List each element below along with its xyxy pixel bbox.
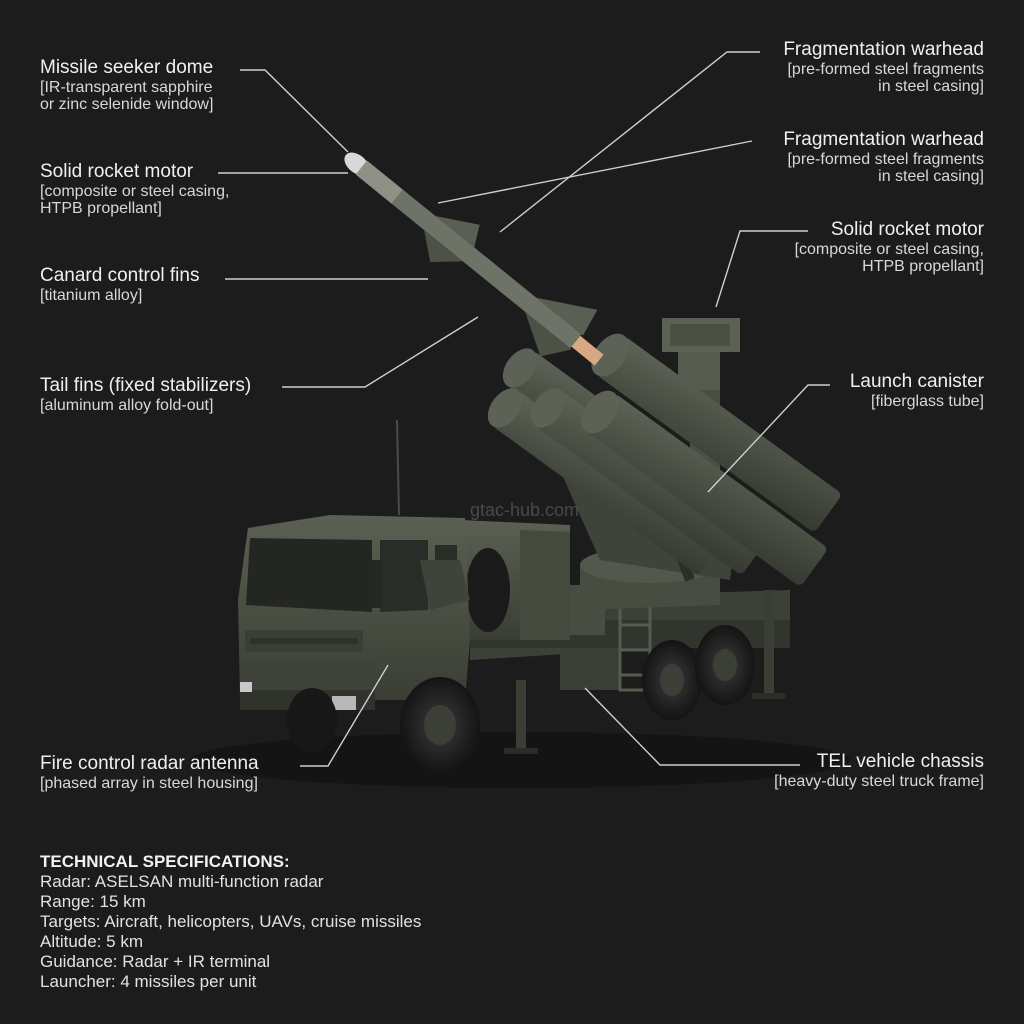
label-radar: Fire control radar antenna [phased array… [40, 753, 259, 792]
label-motor-left-title: Solid rocket motor [40, 161, 194, 182]
leader-canister [707, 384, 830, 493]
spec-row-launcher: Launcher: 4 missiles per unit [40, 972, 257, 991]
leader-tail [282, 316, 479, 388]
label-canister-sub1: [fiberglass tube] [871, 392, 984, 410]
label-warhead2-title: Fragmentation warhead [783, 129, 984, 150]
label-tail-title: Tail fins (fixed stabilizers) [40, 375, 252, 396]
canard-fin [435, 215, 480, 248]
specs-heading: TECHNICAL SPECIFICATIONS: [40, 852, 290, 871]
label-warhead1-sub1: [pre-formed steel fragments [787, 60, 984, 78]
ground-shadow [190, 732, 850, 788]
label-canard-sub1: [titanium alloy] [40, 286, 143, 304]
label-seeker-title: Missile seeker dome [40, 57, 214, 78]
label-warhead2-sub2: in steel casing] [878, 168, 984, 186]
launch-canisters [487, 333, 841, 585]
spec-row-guidance: Guidance: Radar + IR terminal [40, 952, 271, 971]
label-motor-left-sub1: [composite or steel casing, [40, 182, 230, 200]
leader-motor-right [715, 230, 808, 308]
label-motor-right-title: Solid rocket motor [830, 219, 984, 240]
leader-warhead1 [499, 51, 760, 233]
label-seeker: Missile seeker dome [IR-transparent sapp… [40, 57, 214, 114]
leader-seeker [240, 69, 349, 153]
label-canard-title: Canard control fins [40, 265, 200, 286]
label-canister-title: Launch canister [849, 371, 984, 392]
label-warhead1-sub2: in steel casing] [878, 78, 984, 96]
spec-row-targets: Targets: Aircraft, helicopters, UAVs, cr… [40, 912, 422, 931]
spec-row-radar: Radar: ASELSAN multi-function radar [40, 872, 324, 891]
label-warhead1: Fragmentation warhead [pre-formed steel … [783, 39, 984, 96]
truck-wheels [287, 625, 755, 773]
label-motor-right-sub2: HTPB propellant] [862, 258, 984, 276]
tail-fin [536, 297, 598, 336]
label-seeker-sub1: [IR-transparent sapphire [40, 78, 213, 96]
label-tail: Tail fins (fixed stabilizers) [aluminum … [40, 375, 252, 414]
whip-antenna [396, 419, 400, 516]
equipment-cabinets [460, 520, 605, 640]
leader-lines [218, 51, 830, 767]
label-chassis: TEL vehicle chassis [heavy-duty steel tr… [774, 751, 984, 790]
label-chassis-title: TEL vehicle chassis [816, 751, 984, 772]
spec-row-range: Range: 15 km [40, 892, 146, 911]
label-motor-left-sub2: HTPB propellant] [40, 200, 162, 218]
label-canard: Canard control fins [titanium alloy] [40, 265, 200, 304]
spec-row-altitude: Altitude: 5 km [40, 932, 143, 951]
label-canister: Launch canister [fiberglass tube] [849, 371, 984, 410]
leader-radar [300, 664, 389, 767]
label-motor-right: Solid rocket motor [composite or steel c… [794, 219, 984, 276]
label-radar-sub1: [phased array in steel housing] [40, 774, 258, 792]
watermark: gtac-hub.com [470, 500, 580, 520]
label-radar-title: Fire control radar antenna [40, 753, 259, 774]
label-motor-left: Solid rocket motor [composite or steel c… [40, 161, 230, 218]
missile [344, 152, 604, 366]
label-warhead1-title: Fragmentation warhead [783, 39, 984, 60]
label-warhead2-sub1: [pre-formed steel fragments [787, 150, 984, 168]
leader-warhead2 [437, 140, 753, 204]
label-tail-sub1: [aluminum alloy fold-out] [40, 396, 214, 414]
label-chassis-sub1: [heavy-duty steel truck frame] [774, 772, 984, 790]
leader-chassis [584, 687, 800, 766]
technical-specifications: TECHNICAL SPECIFICATIONS: Radar: ASELSAN… [40, 852, 421, 992]
label-motor-right-sub1: [composite or steel casing, [794, 240, 984, 258]
label-seeker-sub2: or zinc selenide window] [40, 96, 214, 114]
label-warhead2: Fragmentation warhead [pre-formed steel … [783, 129, 984, 186]
